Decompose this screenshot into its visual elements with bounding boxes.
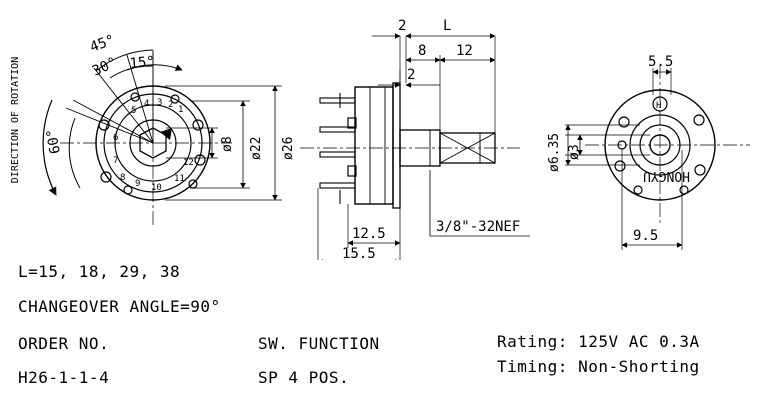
dim-back-9-5: 9.5 [633, 228, 658, 244]
order-no-value: H26-1-1-4 [18, 368, 110, 387]
terminals [319, 93, 356, 204]
dim-body-12-5: 12.5 [352, 226, 386, 242]
rotation-arrow-left [42, 99, 57, 196]
svg-text:1: 1 [178, 105, 183, 115]
dim-back-3: ø3 [567, 144, 582, 160]
rating: Rating: 125V AC 0.3A [497, 332, 700, 351]
svg-text:5: 5 [131, 106, 136, 116]
sw-function-value: SP 4 POS. [258, 368, 350, 387]
svg-text:2: 2 [168, 100, 173, 110]
order-no-header: ORDER NO. [18, 334, 110, 353]
dim-back-5-5: 5.5 [648, 54, 673, 70]
front-view: DIRECTION OF ROTATION 1 2 3 4 5 6 [10, 32, 296, 225]
thread-spec: 3/8"-32NEF [436, 219, 520, 235]
dim-plate-2: 2 [398, 18, 406, 34]
back-outer-circle [604, 89, 716, 201]
dim-length-L: L [443, 18, 451, 34]
switch-body [354, 86, 394, 205]
dim-shaft-12: 12 [456, 43, 473, 59]
svg-text:12: 12 [183, 158, 194, 168]
sw-function-header: SW. FUNCTION [258, 334, 380, 353]
dim-back-6-35: ø6.35 [547, 133, 562, 172]
svg-text:3: 3 [157, 98, 162, 108]
side-view: 2 L 8 12 2 12.5 15.5 3/8"-32NEF [300, 18, 530, 260]
angle-45: 45° [88, 32, 117, 56]
dim-body-dia: ø26 [281, 137, 296, 160]
dim-shaft-dia: ø8 [220, 136, 235, 152]
marking-h: H [656, 101, 661, 111]
svg-text:7: 7 [113, 156, 118, 166]
position-numbers: 1 2 3 4 5 6 7 8 9 10 11 12 [113, 98, 194, 193]
timing: Timing: Non-Shorting [497, 357, 700, 376]
technical-drawing: DIRECTION OF ROTATION 1 2 3 4 5 6 [10, 18, 750, 260]
angle-60: 60° [44, 127, 64, 155]
changeover-angle: CHANGEOVER ANGLE=90° [18, 297, 221, 316]
dim-ring-dia: ø22 [249, 137, 264, 160]
svg-text:9: 9 [135, 179, 140, 189]
rotation-direction-label: DIRECTION OF ROTATION [10, 57, 21, 183]
angle-lines [65, 52, 154, 144]
svg-text:6: 6 [113, 133, 118, 143]
dim-bushing-8: 8 [418, 43, 426, 59]
length-options: L=15, 18, 29, 38 [18, 262, 181, 281]
dim-gap-2: 2 [407, 67, 415, 83]
shaft [439, 132, 496, 164]
svg-text:11: 11 [174, 174, 185, 184]
svg-text:10: 10 [151, 183, 162, 193]
dim-total-15-5: 15.5 [342, 246, 376, 260]
back-tabs [614, 114, 706, 195]
svg-text:8: 8 [120, 173, 125, 183]
brand-marking: HONGYU [643, 168, 690, 183]
mounting-plate [392, 82, 401, 209]
back-view: H HONGYU 5.5 ø6.35 ø3 9.5 [547, 54, 750, 250]
svg-text:4: 4 [144, 99, 149, 109]
angle-15: 15° [129, 54, 156, 72]
